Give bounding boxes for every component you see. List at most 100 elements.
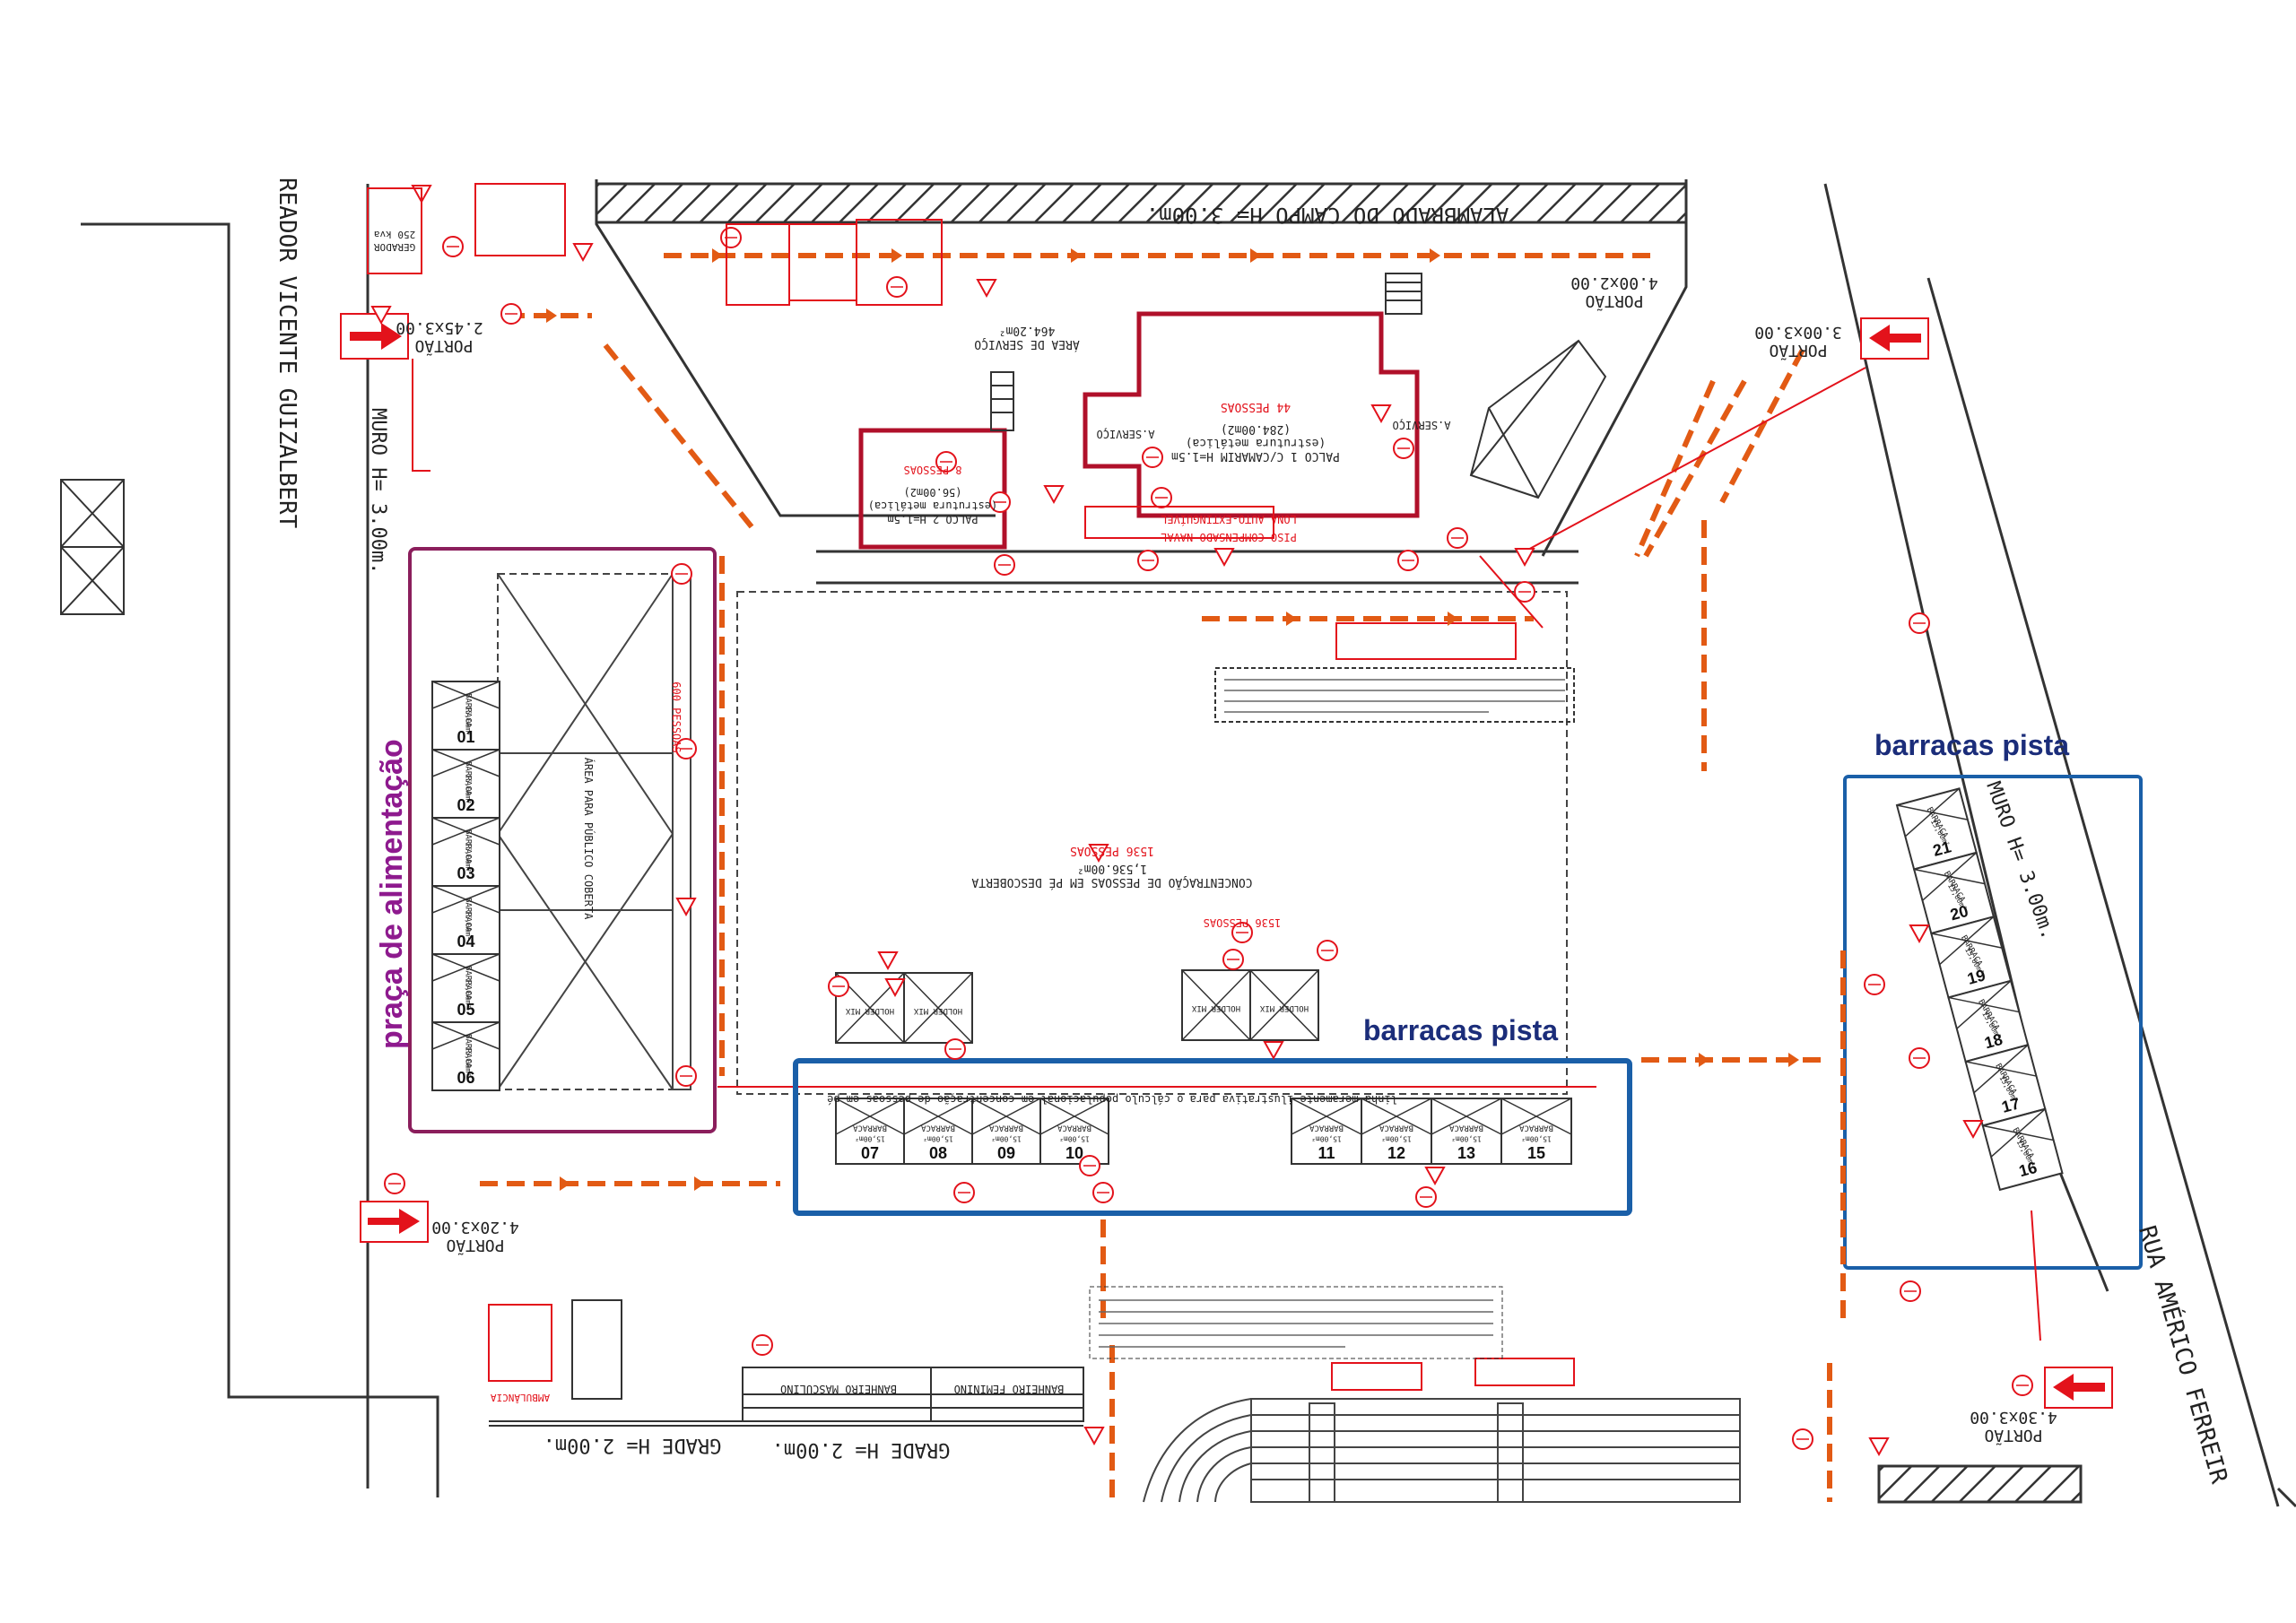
linha-note: linha meramente ilustrativa para o cálcu… xyxy=(827,1093,1397,1106)
food-court-highlight-box xyxy=(408,547,717,1133)
stall-area: 15,00m² xyxy=(465,706,473,736)
stall-number: 07 xyxy=(861,1144,879,1162)
concentracao-title: CONCENTRAÇÃO DE PESSOAS EM PÉ DESCOBERTA xyxy=(971,875,1252,890)
stall-number: 05 xyxy=(457,1001,474,1019)
stall-area: 15,00m² xyxy=(923,1135,953,1143)
grade-label-2: GRADE H= 2.00m. xyxy=(772,1438,951,1461)
note-box-bottom xyxy=(1089,1286,1503,1359)
gate-top-right-label: PORTÃO xyxy=(1585,291,1643,311)
warning-sign xyxy=(1088,844,1109,864)
stall-number: 08 xyxy=(929,1144,947,1162)
right-diagonal-structure xyxy=(1469,339,1607,499)
gate-right-bottom-label: PORTÃO xyxy=(1984,1426,2042,1445)
gate-left-bottom-size: 4.20x3.00 xyxy=(431,1218,519,1237)
piso-label: PISO COMPENSADO NAVAL xyxy=(1161,531,1297,543)
palco2-people: 8 PESSOAS xyxy=(903,464,961,476)
stall-area: 15,00m² xyxy=(465,978,473,1009)
warning-sign xyxy=(1514,548,1535,568)
gate-left-top-size: 2.45x3.00 xyxy=(396,318,483,337)
warning-sign xyxy=(1424,1167,1446,1186)
muro-left-label: MURO H= 3.00m. xyxy=(367,408,389,574)
stall-label: BARRACA xyxy=(464,761,473,796)
warning-sign xyxy=(1909,924,1930,944)
street-left-label: READOR VICENTE GUIZALBERT xyxy=(274,178,300,529)
note-lines xyxy=(1099,679,1565,1348)
stall-number: 11 xyxy=(1318,1144,1335,1162)
holder-label: HOLDER MIX xyxy=(913,1006,962,1015)
palco-1 xyxy=(1083,311,1420,518)
banheiro-fem-label: BANHEIRO FEMININO xyxy=(954,1383,1065,1395)
stall-area: 15,00m² xyxy=(1059,1135,1090,1143)
stall-label: BARRACA xyxy=(464,829,473,864)
praca-alimentacao-label: praça de alimentação xyxy=(375,739,409,1049)
gate-left-bottom-label: PORTÃO xyxy=(446,1236,504,1255)
warning-sign xyxy=(1263,1041,1284,1061)
gate-right-bottom-size: 4.30x3.00 xyxy=(1970,1408,2057,1427)
stall-area: 15,00m² xyxy=(1311,1135,1342,1143)
stall-area: 15,00m² xyxy=(1451,1135,1482,1143)
area-servico-title: ÁREA DE SERVIÇO xyxy=(974,337,1080,352)
stall-label: BARRACA xyxy=(1309,1124,1344,1133)
red-guide-lines xyxy=(412,359,2041,1341)
grade-label-1: GRADE H= 2.00m. xyxy=(544,1434,722,1456)
holder-mix: HOLDER MIX xyxy=(1249,969,1319,1041)
gate-right-top-label: PORTÃO xyxy=(1769,341,1827,360)
safety-signage xyxy=(370,185,2033,1457)
stall-label: BARRACA xyxy=(1518,1124,1553,1133)
concentracao-area: 1,536.00m² xyxy=(1077,862,1147,875)
warning-sign xyxy=(1043,485,1065,505)
stall-number: 09 xyxy=(997,1144,1015,1162)
stall-area: 15,00m² xyxy=(1381,1135,1412,1143)
pista-stall-diagonal: BARRACA15,00m²21BARRACA15,00m²20BARRACA1… xyxy=(1895,787,2064,1192)
stall-area: 15,00m² xyxy=(991,1135,1022,1143)
holder-label: HOLDER MIX xyxy=(1191,1003,1240,1012)
gate-right-top-size: 3.00x3.00 xyxy=(1754,323,1842,342)
stall-label: BARRACA xyxy=(464,1034,473,1069)
palco1-title: PALCO 1 C/CAMARIM H=1.5m xyxy=(1171,449,1340,463)
stall-area: 15,00m² xyxy=(1521,1135,1552,1143)
gerador-block xyxy=(367,183,1575,1391)
stall-label: BARRACA xyxy=(464,898,473,933)
publico-coberta-title: ÁREA PARA PÚBLICO COBERTA xyxy=(582,758,596,920)
route-arrow xyxy=(1699,1053,1709,1067)
stall-label: BARRACA xyxy=(464,966,473,1001)
warning-sign xyxy=(1868,1437,1890,1457)
barracas-pista-label-middle: barracas pista xyxy=(1363,1014,1558,1046)
stall-label: BARRACA xyxy=(988,1124,1023,1133)
stall-number: 13 xyxy=(1457,1144,1475,1162)
stall-number: 06 xyxy=(457,1069,474,1087)
stall-area: 15,00m² xyxy=(855,1135,885,1143)
servico-left: A.SERVIÇO xyxy=(1096,428,1154,440)
stall-label: BARRACA xyxy=(1378,1124,1413,1133)
palco2-area: (56.00m2) xyxy=(903,486,961,499)
route-arrow xyxy=(1071,248,1082,263)
warning-sign xyxy=(675,898,697,917)
warning-sign xyxy=(370,306,392,325)
stall-area: 15,00m² xyxy=(465,1046,473,1077)
gerador-label: GERADOR xyxy=(373,241,415,253)
stall-number: 12 xyxy=(1387,1144,1405,1162)
gate-top-right-size: 4.00x2.00 xyxy=(1570,273,1658,292)
stall-label: BARRACA xyxy=(1448,1124,1483,1133)
gerador-kva-label: 250 kva xyxy=(374,229,415,240)
route-arrow xyxy=(1250,248,1261,263)
holder-label: HOLDER MIX xyxy=(1259,1003,1309,1012)
route-arrow xyxy=(1448,612,1458,626)
warning-sign xyxy=(572,243,594,263)
left-legend-symbol xyxy=(60,479,125,615)
warning-sign xyxy=(884,978,906,998)
warning-sign xyxy=(1370,404,1392,424)
stall-area: 15,00m² xyxy=(465,910,473,941)
